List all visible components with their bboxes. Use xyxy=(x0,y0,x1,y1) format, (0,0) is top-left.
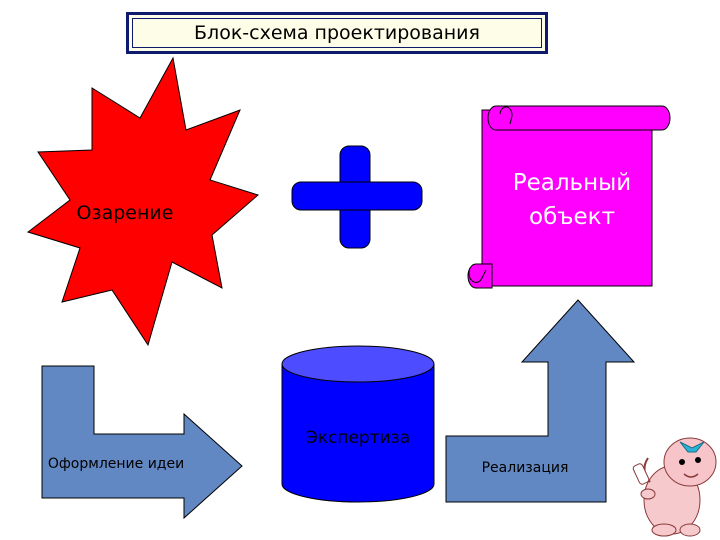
insight-label: Озарение xyxy=(76,202,174,224)
baby-clipart-icon xyxy=(632,437,717,537)
plus-sign-shape xyxy=(291,145,423,249)
real-object-scroll-shape xyxy=(467,105,671,289)
diagram-title: Блок-схема проектирования xyxy=(194,22,480,44)
expertise-label: Экспертиза xyxy=(305,428,411,448)
insight-starburst-shape xyxy=(26,56,260,347)
title-box: Блок-схема проектирования xyxy=(126,12,548,54)
expertise-cylinder-shape xyxy=(281,345,435,503)
idea-formation-label: Оформление идеи xyxy=(47,456,185,472)
real-object-label: Реальный объект xyxy=(512,170,632,230)
implementation-label: Реализация xyxy=(481,460,569,476)
implementation-arrow-shape xyxy=(445,299,636,503)
idea-formation-arrow-shape xyxy=(41,365,243,520)
